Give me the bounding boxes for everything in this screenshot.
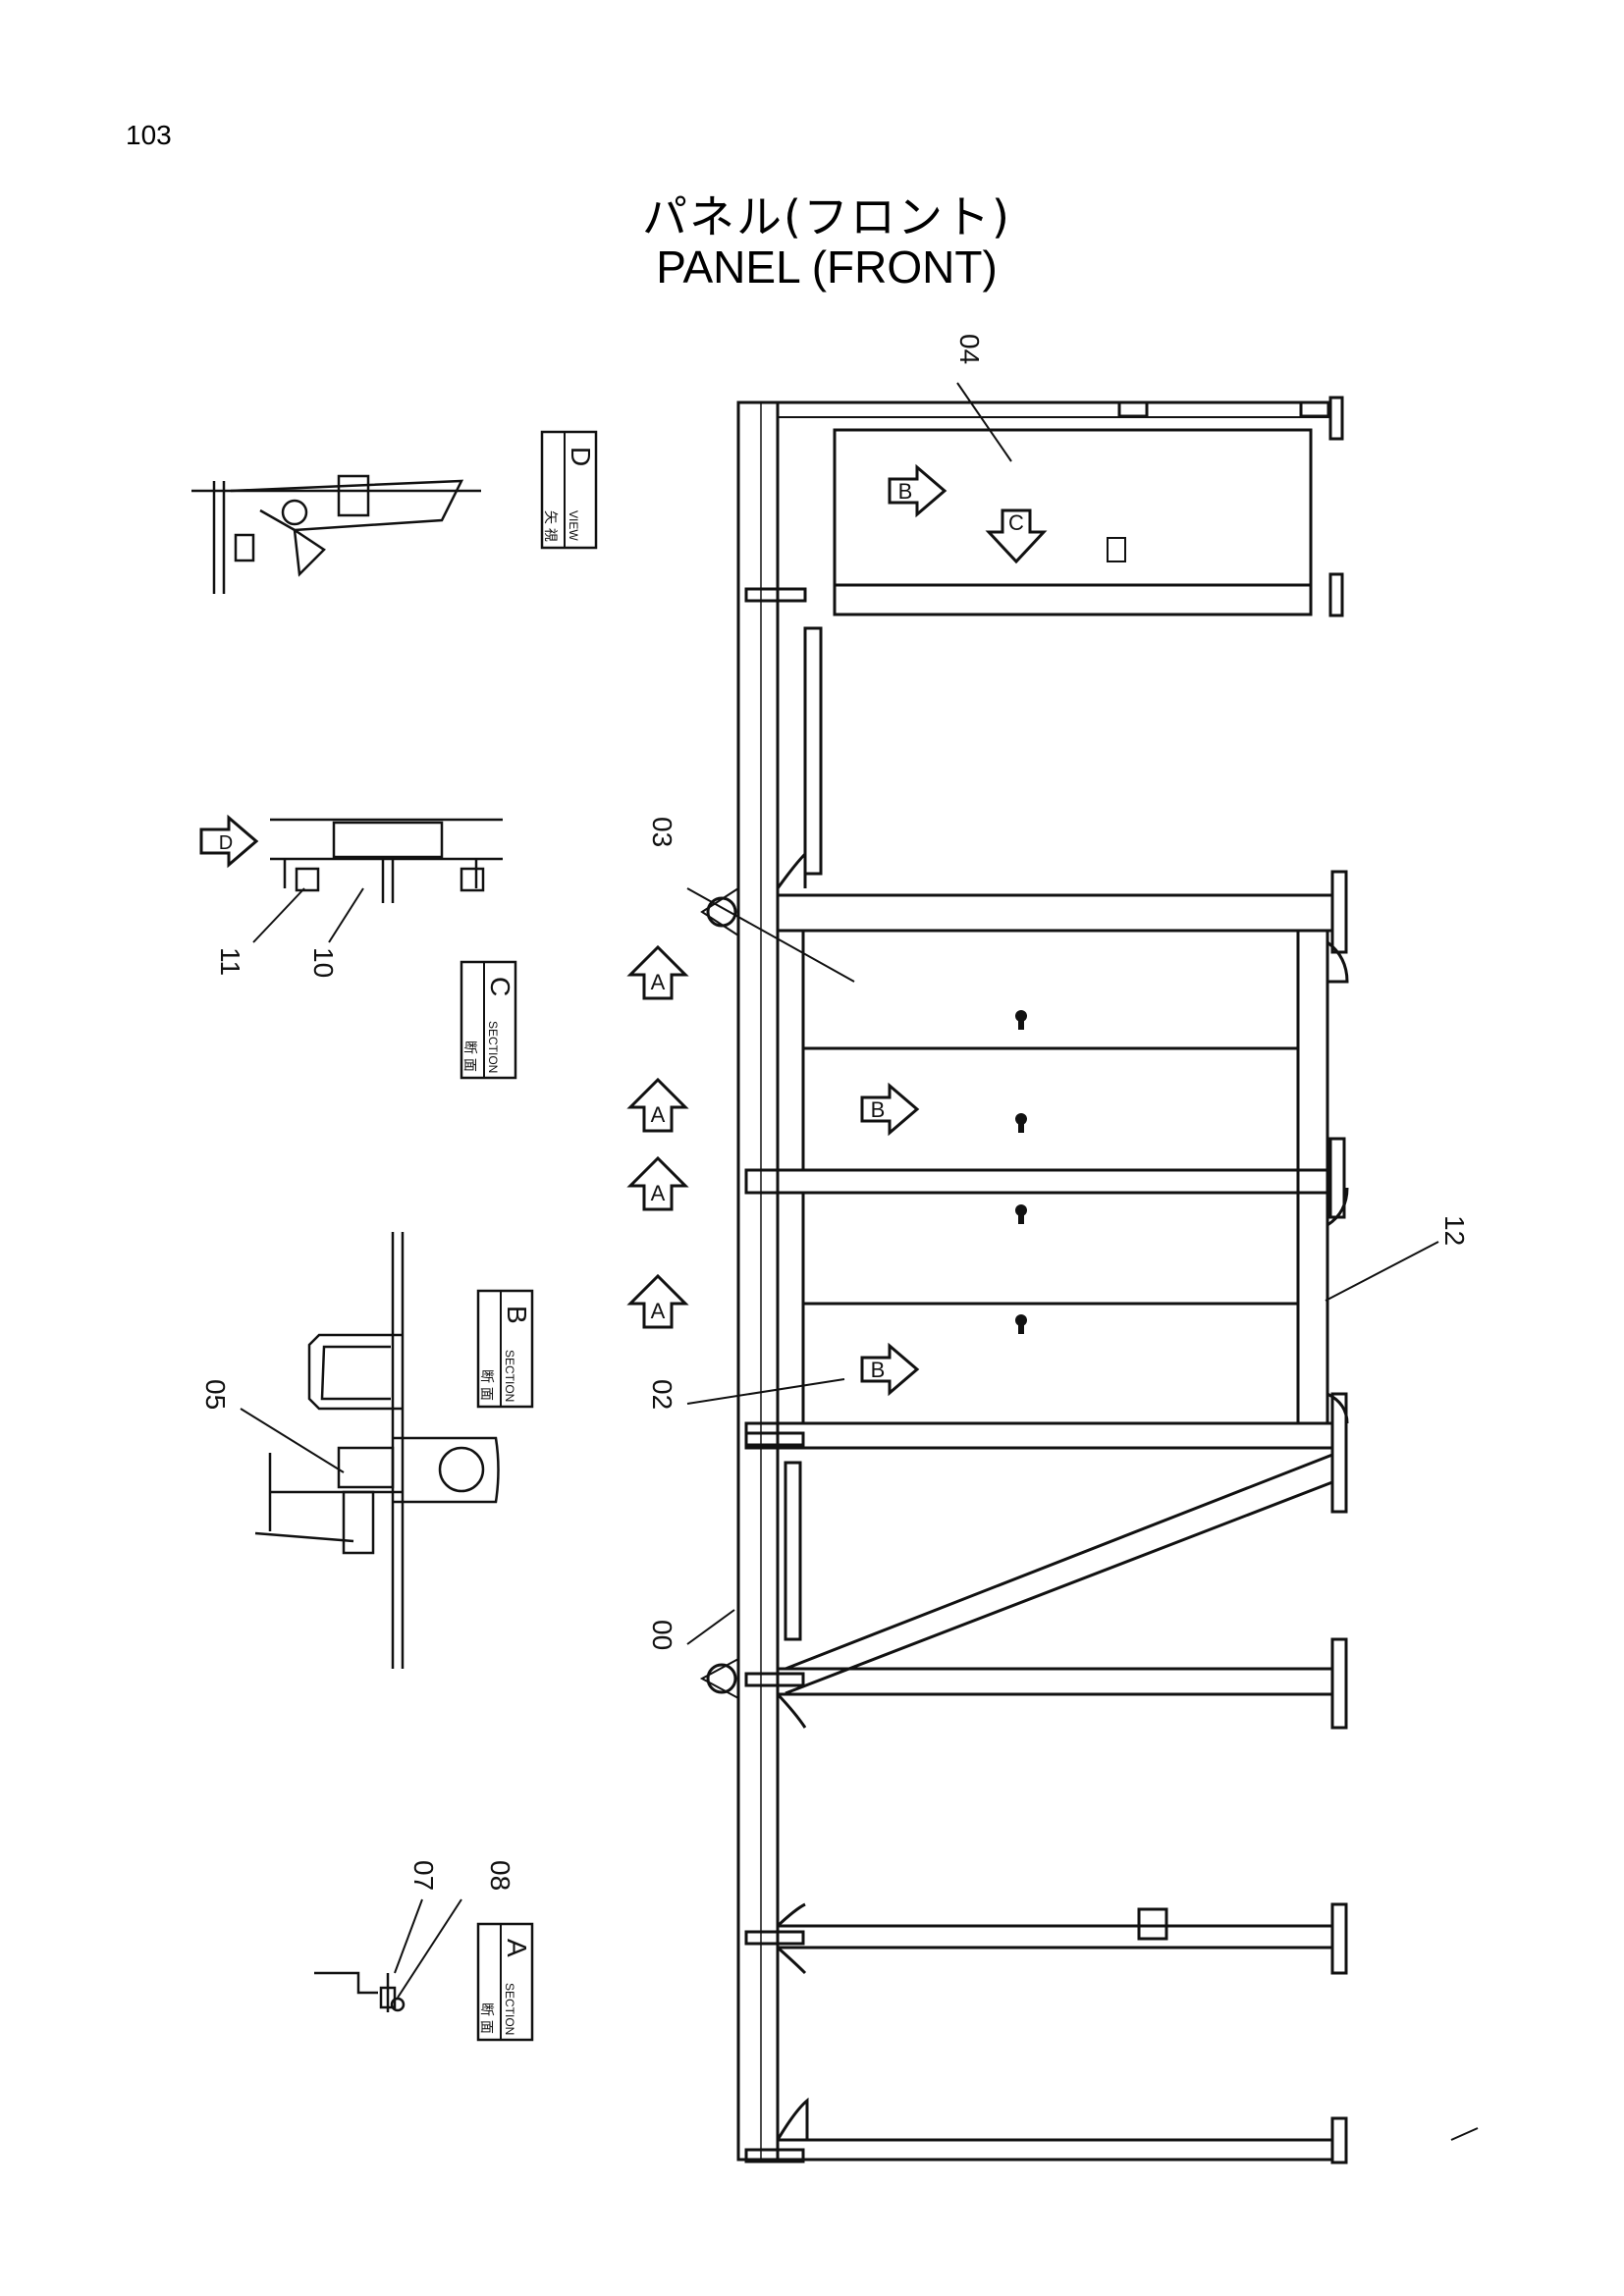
svg-text:SECTION: SECTION — [503, 1350, 516, 1402]
title-japanese: パネル(フロント) — [642, 190, 1011, 243]
section-c-detail — [270, 818, 503, 903]
callout-05: 05 — [200, 1379, 231, 1410]
callout-02: 02 — [647, 1379, 677, 1410]
arrow-letter-a: A — [651, 970, 666, 994]
svg-text:A: A — [502, 1939, 532, 1957]
view-d-detail — [191, 474, 481, 594]
page-number: 103 — [126, 120, 172, 150]
svg-text:矢 視: 矢 視 — [543, 510, 559, 542]
svg-text:D: D — [566, 447, 596, 466]
section-b-detail — [254, 1232, 500, 1669]
view-d-box: 矢 視 VIEW D — [540, 430, 598, 550]
title-english: PANEL (FRONT) — [656, 241, 998, 293]
arrow-letter-b: B — [898, 479, 913, 504]
svg-text:SECTION: SECTION — [486, 1021, 500, 1073]
callout-03: 03 — [647, 817, 677, 847]
section-b-box: 断 面 SECTION B — [476, 1289, 534, 1409]
svg-text:断 面: 断 面 — [479, 1369, 495, 1401]
section-c-box: 断 面 SECTION C — [460, 960, 517, 1080]
svg-text:VIEW: VIEW — [567, 510, 580, 541]
svg-text:断 面: 断 面 — [462, 1041, 478, 1072]
section-a-box: 断 面 SECTION A — [476, 1922, 534, 2042]
callout-04: 04 — [954, 334, 985, 364]
arrow-letter-d: D — [219, 832, 233, 854]
main-frame — [699, 396, 1349, 2164]
svg-text:断 面: 断 面 — [479, 2002, 495, 2034]
arrow-letter-a: A — [651, 1299, 666, 1323]
callout-08: 08 — [485, 1860, 515, 1891]
arrow-letter-c: C — [1008, 510, 1024, 535]
svg-text:B: B — [502, 1306, 532, 1324]
arrow-letters: A A A A B B B C — [651, 479, 1024, 1382]
leader-lines — [240, 382, 1439, 1999]
arrow-letter-a: A — [651, 1181, 666, 1205]
callouts: 04 03 12 02 00 05 11 10 07 08 — [200, 334, 1470, 1891]
arrow-letter-b: B — [871, 1358, 886, 1382]
callout-11: 11 — [215, 947, 245, 976]
arrow-letter-b: B — [871, 1097, 886, 1122]
callout-10: 10 — [308, 947, 339, 978]
svg-text:C: C — [485, 977, 515, 996]
section-a-detail — [314, 1971, 406, 2012]
keyholes — [1015, 1010, 1027, 1334]
callout-12: 12 — [1439, 1215, 1470, 1246]
callout-00: 00 — [647, 1620, 677, 1650]
callout-07: 07 — [408, 1860, 439, 1891]
svg-text:SECTION: SECTION — [503, 1983, 516, 2035]
arrow-letter-a: A — [651, 1102, 666, 1127]
